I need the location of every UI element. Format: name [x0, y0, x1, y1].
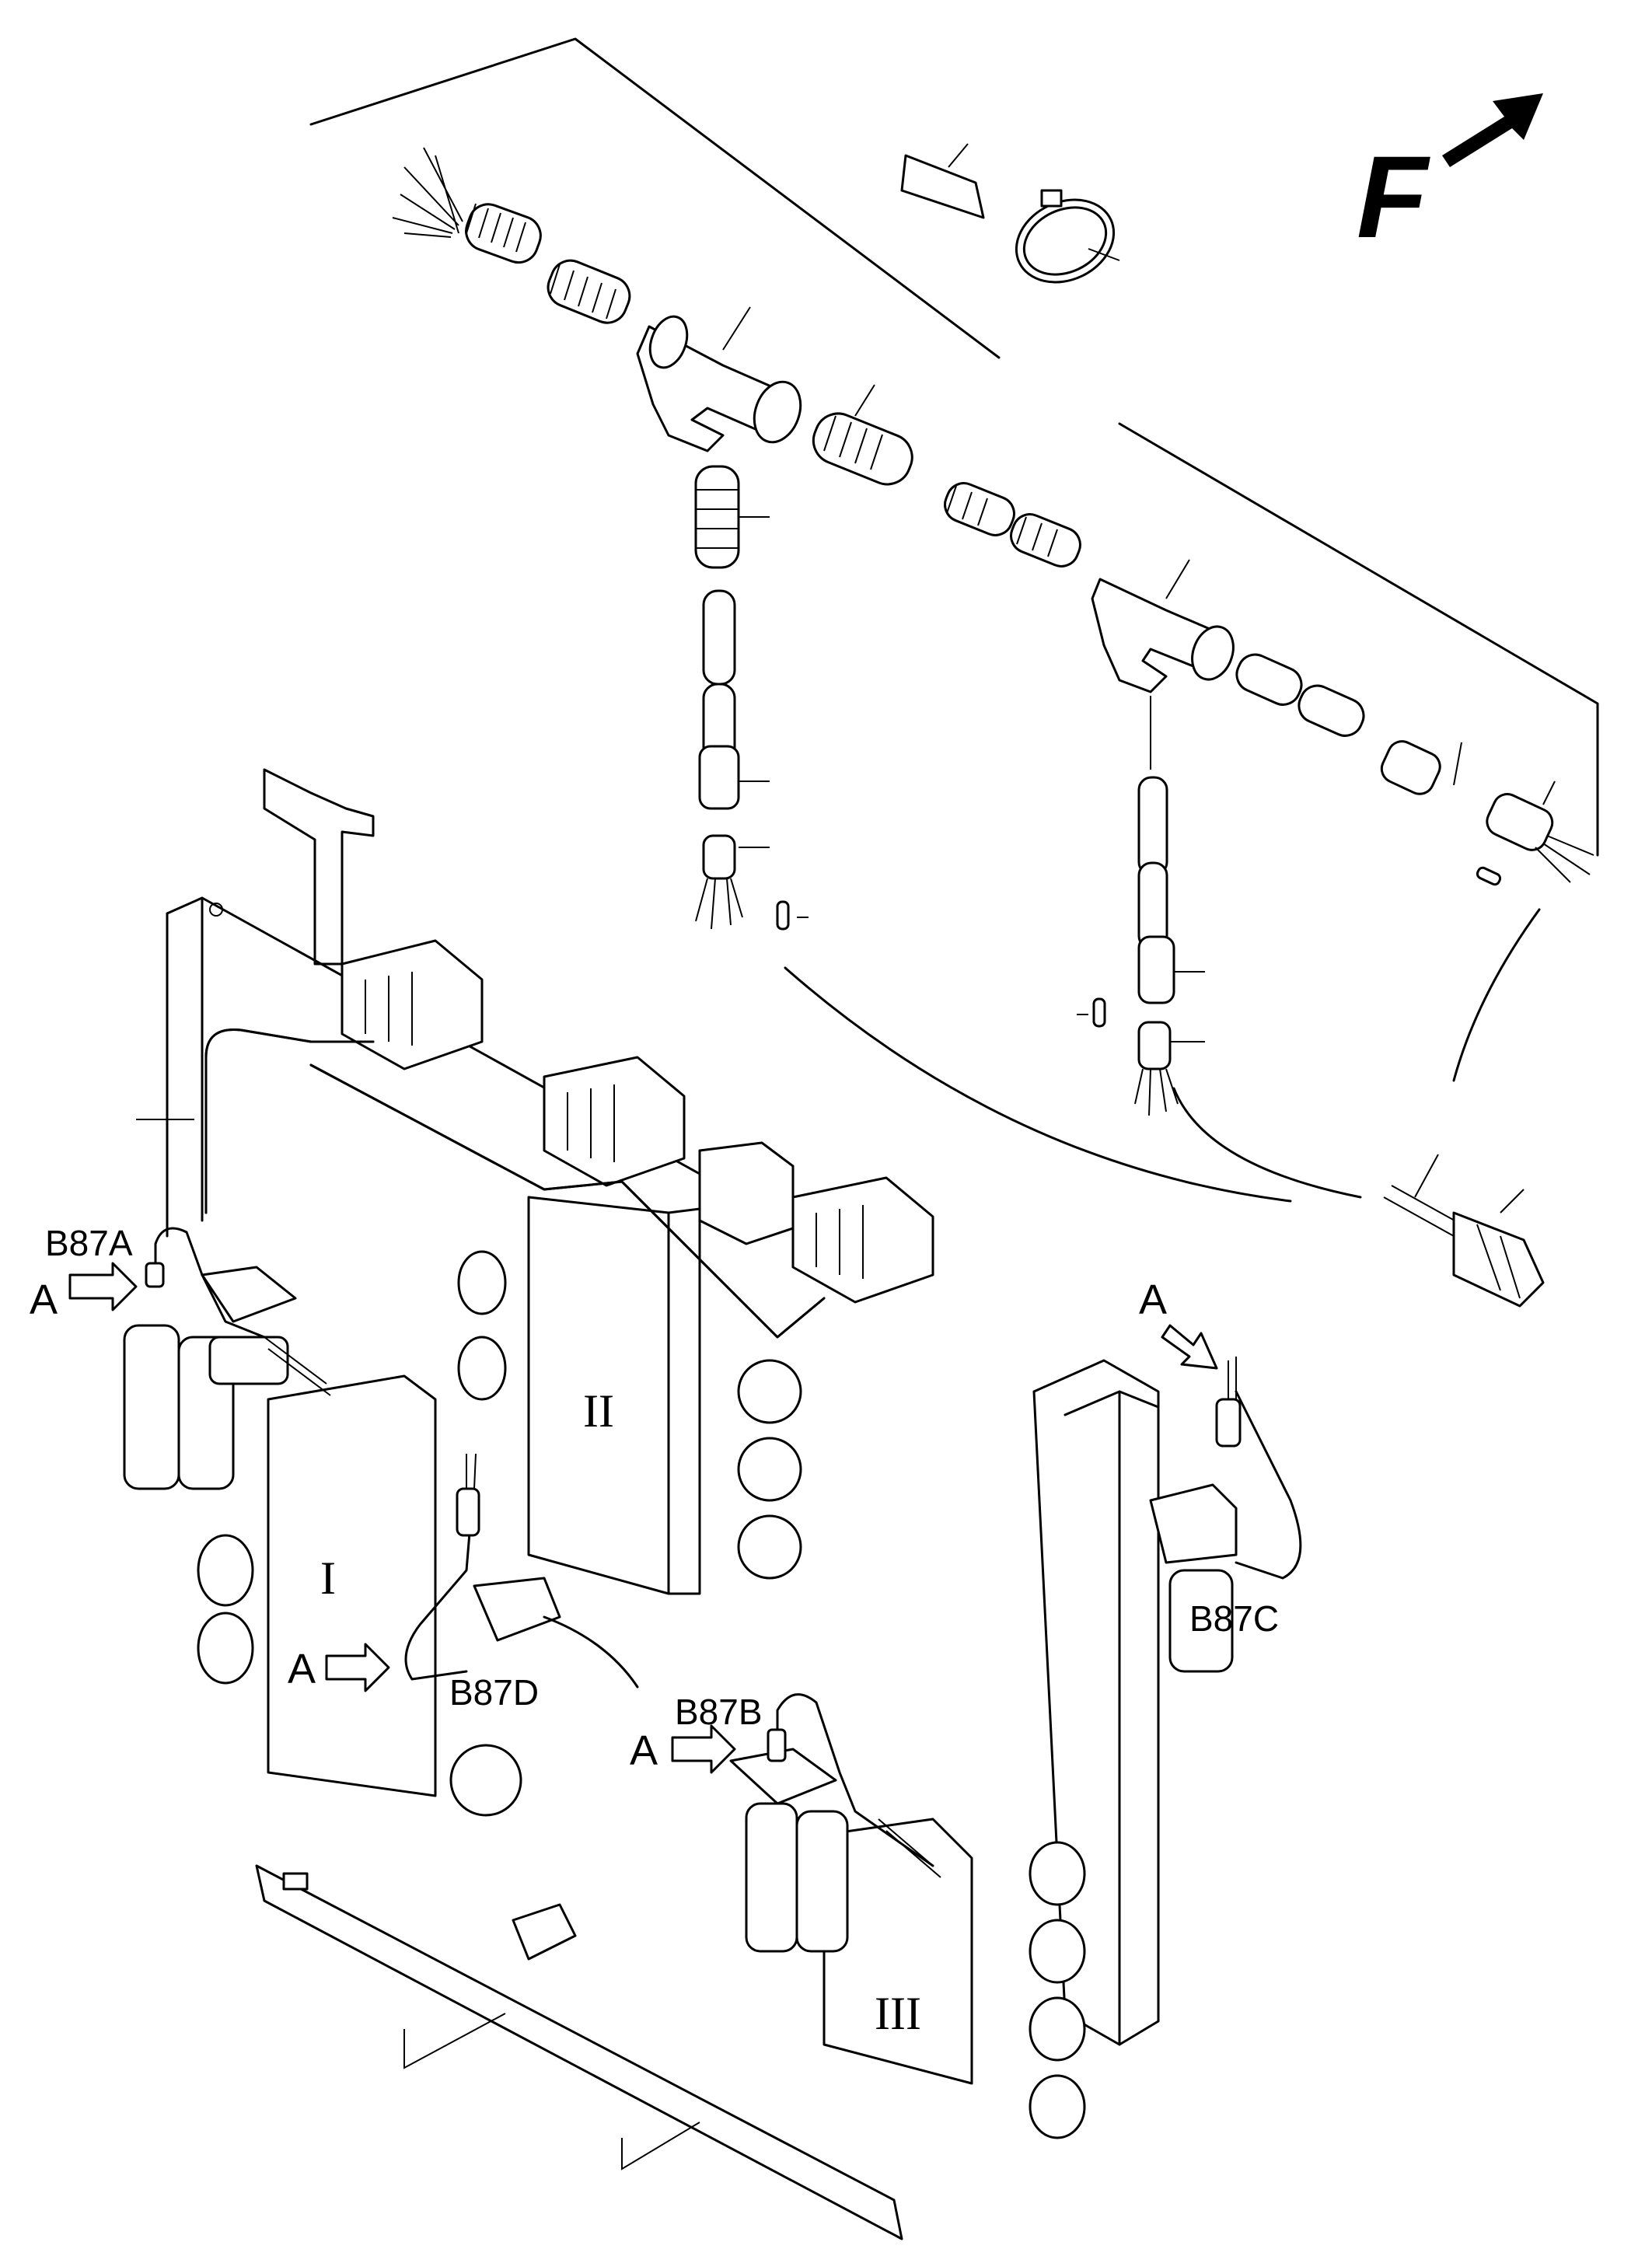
t-junction-connector	[636, 306, 802, 452]
direction-f-label: F	[1357, 131, 1430, 262]
pressure-sensor-b87c	[1215, 1357, 1302, 1580]
label-b87a: B87A	[45, 1223, 133, 1263]
cable-tie	[1015, 189, 1120, 284]
filter-housing-bottom	[729, 1748, 849, 1953]
callout-labels: B87A B87B B87C B87D A A A A I II III	[30, 1223, 1279, 2039]
end-connector-right	[1380, 740, 1594, 886]
solenoid-valve-cluster-4	[791, 1176, 934, 1304]
pressure-sensor-b87a	[145, 1227, 331, 1396]
filter-housing-right	[1149, 1483, 1238, 1673]
view-a-label-2: A	[1139, 1276, 1167, 1323]
section-label-one: I	[320, 1552, 336, 1604]
view-arrow-icon-1	[68, 1262, 138, 1311]
valve-section-three-body	[823, 1818, 973, 2085]
main-wire-harness	[136, 1028, 826, 1339]
corrugated-tube	[465, 203, 631, 324]
section-label-two: II	[583, 1385, 614, 1437]
valve-block-assembly	[123, 768, 1302, 2240]
exploded-harness-assembly	[309, 37, 1599, 1203]
protective-sleeve	[900, 143, 985, 219]
vertical-branch-left	[694, 465, 809, 931]
view-arrow-icon-2	[1161, 1324, 1218, 1370]
wire-ends-left	[392, 147, 463, 238]
solenoid-valve-cluster-1	[341, 939, 484, 1070]
section-label-three: III	[875, 1988, 921, 2039]
view-a-label-3: A	[288, 1646, 316, 1692]
spool-cylinders-two	[457, 1250, 802, 1580]
label-b87b: B87B	[675, 1692, 763, 1732]
corrugated-tube-right	[1235, 653, 1365, 737]
label-b87c: B87C	[1189, 1598, 1279, 1639]
direction-marker: F	[1357, 93, 1543, 262]
t-junction-connector-right	[1091, 559, 1235, 693]
spool-cylinders-three	[1029, 1841, 1086, 2139]
spool-cylinders-one	[197, 1534, 522, 1817]
solenoid-valve-cluster-2	[543, 1056, 686, 1187]
manifold-bar	[255, 1864, 903, 2240]
lever-handle	[263, 768, 375, 966]
vertical-branch-right	[1077, 696, 1205, 1116]
pressure-sensor-b87b	[767, 1693, 941, 1878]
pressure-sensor-b87d	[404, 1453, 639, 1689]
corrugated-tube-mid	[944, 482, 1081, 567]
view-a-label-4: A	[630, 1727, 658, 1774]
straight-coupling	[812, 384, 913, 486]
solenoid-valve-cluster-3	[698, 1141, 795, 1245]
direction-arrow-icon	[1442, 93, 1543, 167]
connector-detail	[1383, 1154, 1545, 1308]
valve-section-one-body	[267, 1374, 437, 1797]
view-arrow-icon-3	[325, 1643, 390, 1692]
label-b87d: B87D	[449, 1672, 539, 1713]
view-a-label-1: A	[30, 1276, 58, 1323]
view-arrow-icon-4	[671, 1724, 736, 1774]
view-arrows	[68, 1262, 1218, 1774]
